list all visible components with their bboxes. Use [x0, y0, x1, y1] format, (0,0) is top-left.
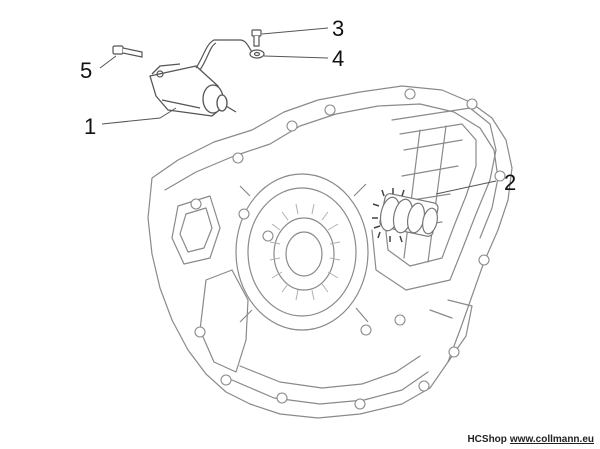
clutch-housing [235, 173, 369, 331]
starter-drive-gear [379, 193, 439, 237]
leader-line-1 [101, 107, 177, 125]
watermark-brand: HCShop [467, 434, 507, 445]
starter-motor [149, 63, 237, 117]
clutch-teeth [269, 203, 341, 301]
crankcase [147, 85, 513, 419]
callout-5: 5 [80, 58, 92, 83]
leader-line-3 [261, 27, 329, 35]
screw-3 [251, 29, 262, 47]
callout-2: 2 [504, 170, 516, 195]
leader-line-5 [99, 55, 117, 69]
case-bolt-bosses [190, 88, 506, 410]
leader-lines [99, 27, 497, 195]
starter-motor-terminal [156, 39, 253, 78]
watermark-site[interactable]: www.collmann.eu [509, 434, 594, 445]
callout-4: 4 [332, 46, 344, 71]
callout-1: 1 [84, 114, 96, 139]
washer-4 [249, 49, 265, 59]
bolt-5 [112, 45, 143, 58]
leader-line-4 [263, 55, 329, 59]
starter-drive-gear-teeth [372, 188, 405, 243]
leader-line-2 [435, 180, 497, 195]
callout-3: 3 [332, 16, 344, 41]
